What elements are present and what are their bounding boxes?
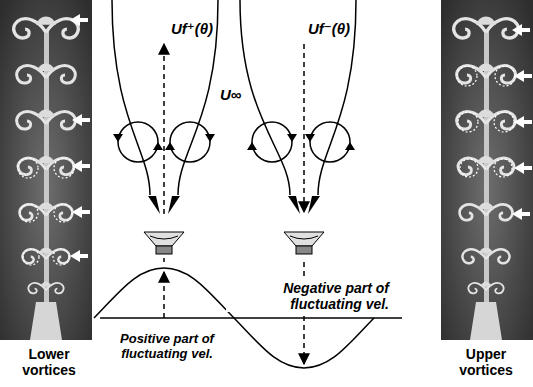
jet-downward — [240, 0, 356, 195]
velocity-label: Uf⁺(θ) — [170, 20, 214, 37]
photo-caption: Lower vortices — [4, 346, 94, 378]
left-photo — [0, 0, 92, 340]
velocity-label: Uf⁻(θ) — [307, 20, 351, 37]
wave-label: Positive part of fluctuating vel. — [102, 332, 232, 362]
jet-upward — [112, 0, 218, 195]
sine-wave — [94, 268, 402, 368]
wave-label: Negative part of fluctuating vel. — [226, 280, 390, 312]
loudspeaker — [144, 232, 324, 254]
freestream-label: U∞ — [219, 86, 243, 103]
vortex-arrows — [247, 134, 355, 150]
photo-caption: Upper vortices — [441, 346, 531, 378]
right-photo — [441, 0, 533, 340]
velocity-arrow — [164, 44, 304, 214]
